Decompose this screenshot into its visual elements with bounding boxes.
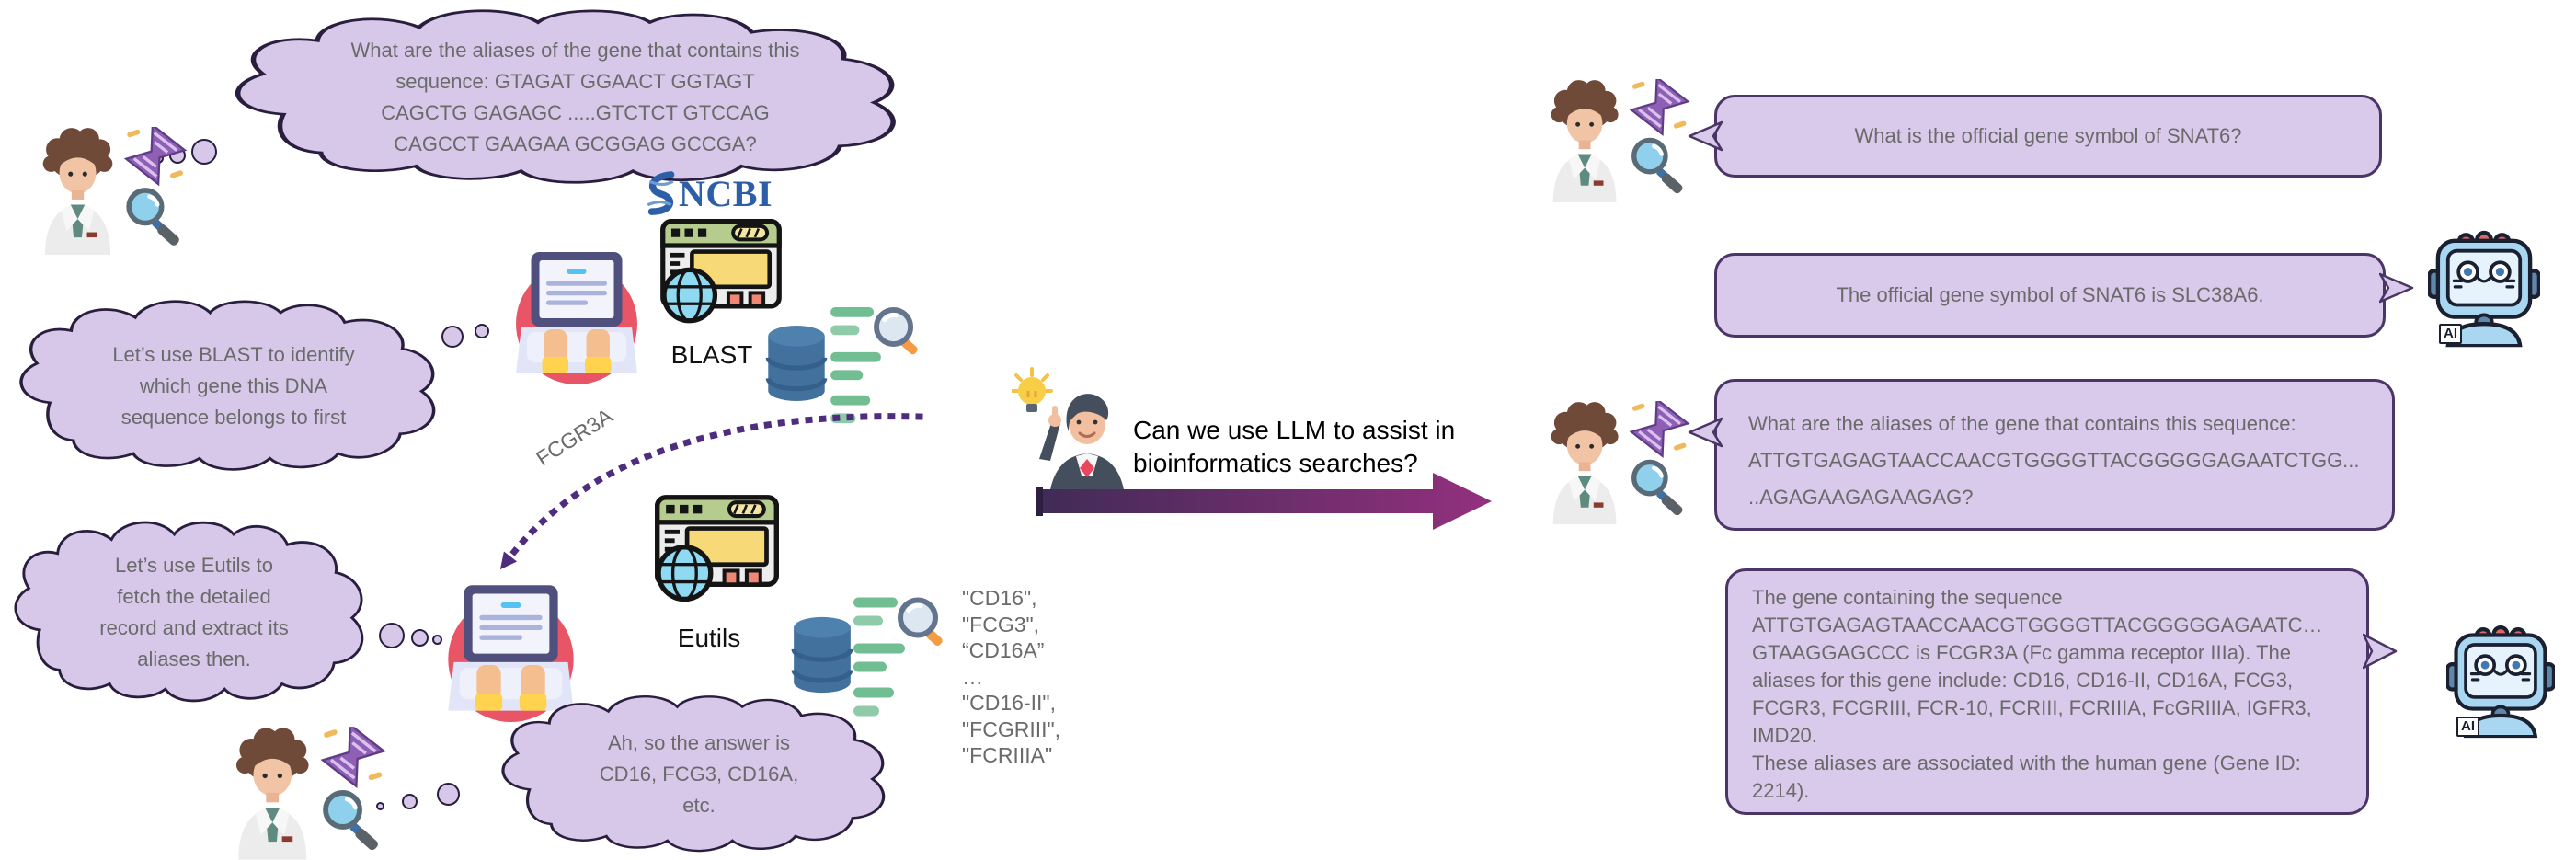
flow-arrow [1036, 473, 1492, 530]
db-aliases-text: "CD16", "FCG3", “CD16A” … "CD16-II", "FC… [962, 586, 1061, 767]
thought-cloud-question: What are the aliases of the gene that co… [219, 6, 932, 189]
thought-blast-text: Let’s use BLAST to identify which gene t… [112, 343, 355, 429]
thought-trail-dot [411, 629, 429, 647]
bubble-tail-left [1688, 417, 1723, 448]
bubble-tail-right [2379, 272, 2414, 304]
chat-bubble-ai-2: The gene containing the sequence ATTGTGA… [1725, 568, 2369, 815]
center-question-text: Can we use LLM to assist in bioinformati… [1133, 416, 1456, 477]
database-icon [789, 613, 855, 697]
scientist-avatar [230, 727, 400, 860]
ai-badge: AI [2456, 717, 2479, 737]
laptop-user-icon [508, 241, 646, 390]
thought-eutils-text: Let’s use Eutils to fetch the detailed r… [99, 554, 289, 671]
thought-trail-dot [475, 324, 489, 338]
chat-bubble-ai-1: The official gene symbol of SNAT6 is SLC… [1714, 253, 2386, 338]
thought-trail-dot [432, 635, 442, 645]
thought-trail-dot [376, 802, 384, 810]
thought-cloud-answer: Ah, so the answer is CD16, FCG3, CD16A, … [492, 692, 906, 857]
browser-window-icon [660, 219, 782, 326]
scientist-avatar [1545, 79, 1703, 202]
ai-badge: AI [2439, 324, 2462, 344]
thought-trail-dot [191, 139, 217, 165]
chat-message-text: What are the aliases of the gene that co… [1748, 412, 2360, 509]
thought-answer-text: Ah, so the answer is CD16, FCG3, CD16A, … [599, 731, 799, 817]
blast-label: BLAST [670, 340, 753, 369]
chat-message-text: The gene containing the sequence ATTGTGA… [1752, 586, 2323, 802]
chat-message-text: What is the official gene symbol of SNAT… [1854, 124, 2242, 147]
thought-trail-dot [441, 326, 464, 348]
scientist-avatar [1545, 401, 1703, 524]
browser-window-icon [655, 495, 779, 604]
thought-trail-dot [379, 623, 405, 648]
thought-question-text: What are the aliases of the gene that co… [350, 39, 800, 155]
thought-trail-dot [437, 783, 460, 806]
chat-bubble-user-2: What are the aliases of the gene that co… [1714, 379, 2395, 531]
ncbi-logo: NCBI [644, 171, 773, 215]
chat-message-text: The official gene symbol of SNAT6 is SLC… [1836, 283, 2264, 306]
thought-trail-dot [402, 794, 418, 809]
ncbi-logo-text: NCBI [679, 172, 773, 214]
chat-bubble-user-1: What is the official gene symbol of SNAT… [1714, 95, 2382, 178]
thought-cloud-blast: Let’s use BLAST to identify which gene t… [9, 296, 458, 476]
dna-swirl-icon [647, 171, 675, 215]
dotted-result-arrow [499, 413, 923, 570]
bubble-tail-right [2363, 633, 2398, 670]
scientist-avatar [37, 127, 200, 255]
eutils-label: Eutils [677, 624, 741, 652]
thought-cloud-eutils: Let’s use Eutils to fetch the detailed r… [6, 517, 383, 708]
bubble-tail-left [1688, 120, 1723, 152]
